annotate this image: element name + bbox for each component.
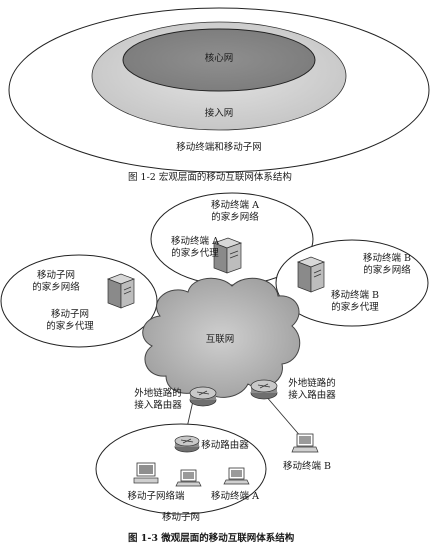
mobile-router-label: 移动路由器 (201, 440, 249, 451)
mobile-router-icon (174, 435, 200, 453)
home-agent-b-label: 移动终端 B 的家乡代理 (330, 290, 379, 313)
figure-1-2-caption: 图 1-2 宏观层面的移动互联网体系结构 (128, 172, 292, 183)
server-subnet-icon (107, 273, 135, 309)
laptop-subnet-icon (175, 469, 202, 487)
subnet-terminal-label: 移动子网络端 (127, 491, 185, 502)
figure-1-3-caption: 图 1-3 微观层面的移动互联网体系结构 (128, 533, 295, 544)
mobile-subnet-ellipse (95, 423, 267, 515)
server-a-icon (212, 237, 243, 274)
terminal-a-label: 移动终端 A (211, 491, 259, 502)
internet-label: 互联网 (205, 334, 235, 345)
router-right-icon (250, 379, 278, 400)
home-network-b-label: 移动终端 B 的家乡网络 (362, 253, 411, 276)
core-network-label: 核心网 (204, 53, 234, 64)
mobile-subnet-label: 移动子网 (161, 512, 200, 523)
core-network-ellipse (122, 28, 316, 92)
home-network-a (150, 192, 314, 286)
laptop-terminal-b-icon (291, 433, 319, 453)
desktop-subnet-icon (133, 462, 159, 484)
router-left-icon (189, 386, 217, 407)
subnet-home-network-label: 移动子网 的家乡网络 (32, 270, 80, 293)
laptop-terminal-a-icon (223, 467, 250, 485)
terminal-layer-label: 移动终端和移动子网 (176, 142, 262, 153)
home-network-a-label: 移动终端 A 的家乡网络 (211, 200, 259, 223)
terminal-b-label: 移动终端 B (282, 461, 331, 472)
access-network-label: 接入网 (204, 108, 234, 119)
server-b-icon (297, 256, 325, 293)
foreign-router-right-label: 外地链路的 接入路由器 (288, 378, 336, 401)
subnet-home-agent-label: 移动子网 的家乡代理 (46, 309, 94, 332)
internet-cloud (142, 277, 301, 398)
home-agent-a-label: 移动终端 A 的家乡代理 (171, 236, 219, 259)
foreign-router-left-label: 外地链路的 接入路由器 (134, 388, 182, 411)
